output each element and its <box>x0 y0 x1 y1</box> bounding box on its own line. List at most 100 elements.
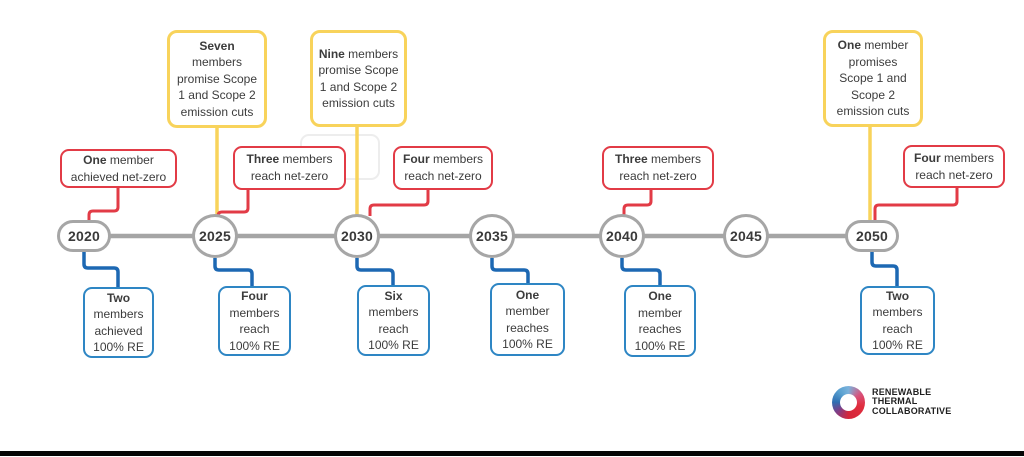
callout-line-bold: Two <box>106 290 131 305</box>
year-label: 2045 <box>730 228 762 244</box>
connector-re-2050 <box>870 252 899 287</box>
rtc-logo-text: RENEWABLE THERMAL COLLABORATIVE <box>872 387 952 417</box>
callout-line: One member <box>83 152 154 169</box>
callout-line-text: members <box>93 307 144 321</box>
callout-line: promise Scope <box>318 62 398 79</box>
year-label: 2030 <box>341 228 373 244</box>
connector-netzero-2050 <box>873 187 959 221</box>
callout-line: reaches <box>639 321 682 338</box>
callout-line: promise Scope <box>177 71 257 88</box>
callout-line: Nine members <box>319 46 398 63</box>
callout-line: 100% RE <box>93 339 144 356</box>
callout-line-text: reach net-zero <box>404 169 482 183</box>
rtc-logo-line: COLLABORATIVE <box>872 405 952 416</box>
callout-line: reaches <box>506 320 549 337</box>
callout-line: achieved net-zero <box>71 169 166 186</box>
callout-line-text: promise Scope <box>318 63 399 77</box>
callout-line-bold: One <box>648 289 672 303</box>
callout-line: reach net-zero <box>251 168 328 185</box>
connector-re-2035 <box>490 258 530 284</box>
callout-line: members <box>872 304 922 321</box>
callout-line: reach net-zero <box>915 167 992 184</box>
year-label: 2040 <box>606 228 638 244</box>
callout-line: promises <box>849 54 898 71</box>
callout-line: One <box>648 288 671 305</box>
callout-re-2030: Six members reach 100% RE <box>357 285 430 356</box>
callout-line-text: reach net-zero <box>250 169 329 183</box>
callout-line: Four members <box>914 150 994 167</box>
callout-line-bold: Nine <box>318 46 345 61</box>
callout-line: Seven <box>199 38 234 55</box>
callout-line: members <box>229 305 279 322</box>
callout-line: reach <box>882 321 912 338</box>
callout-line: 100% RE <box>502 336 553 353</box>
callout-netzero-2040: Three members reach net-zero <box>602 146 714 190</box>
callout-line-text: reaches <box>638 322 682 336</box>
callout-re-2020: Two members achieved 100% RE <box>83 287 154 358</box>
callout-line: reach net-zero <box>619 168 696 185</box>
connector-netzero-2040 <box>622 189 653 215</box>
callout-line-text: reach <box>239 322 270 336</box>
timeline-node-2030: 2030 <box>334 214 380 258</box>
rtc-logo-line: THERMAL <box>872 396 918 407</box>
callout-netzero-2020: One member achieved net-zero <box>60 149 177 188</box>
callout-line: Four <box>241 288 268 305</box>
connector-netzero-2030 <box>368 189 430 216</box>
callout-line-text: 100% RE <box>368 338 419 352</box>
connector-netzero-2020 <box>87 186 120 221</box>
callout-line-text: members <box>429 152 483 166</box>
callout-line-text: reach <box>378 321 409 336</box>
callout-line-text: members <box>872 305 923 319</box>
callout-line-text: members <box>191 55 242 70</box>
callout-netzero-2030: Four members reach net-zero <box>393 146 493 190</box>
callout-line-bold: Seven <box>199 38 235 53</box>
callout-line-bold: Two <box>885 288 910 303</box>
connector-netzero-2025 <box>216 189 250 218</box>
callout-line: Three members <box>246 151 332 168</box>
callout-line: 100% RE <box>229 338 280 355</box>
callout-line-text: members <box>940 150 994 165</box>
callout-line: members <box>93 306 143 323</box>
timeline-node-2025: 2025 <box>192 214 238 258</box>
callout-line-text: Scope 1 and <box>839 71 907 86</box>
callout-line-text: member <box>106 152 154 167</box>
callout-re-2035: One member reaches 100% RE <box>490 283 565 356</box>
callout-line-text: members <box>647 152 702 166</box>
timeline-node-2050: 2050 <box>845 220 899 252</box>
year-label: 2050 <box>856 228 888 244</box>
timeline-node-2040: 2040 <box>599 214 645 258</box>
callout-line: Scope 1 and <box>839 70 906 87</box>
callout-re-2025: Four members reach 100% RE <box>218 286 291 356</box>
connector-re-2025 <box>213 258 254 287</box>
callout-line: Two <box>107 290 130 307</box>
callout-netzero-2050: Four members reach net-zero <box>903 145 1005 188</box>
timeline-node-2035: 2035 <box>469 214 515 258</box>
callout-line-text: Scope 2 <box>850 87 896 102</box>
callout-line: Two <box>886 288 909 305</box>
callout-line-bold: Three <box>614 152 648 166</box>
callout-line-bold: Four <box>913 150 941 165</box>
callout-scope-2050: One member promises Scope 1 and Scope 2 … <box>823 30 923 127</box>
callout-line: emission cuts <box>181 104 254 121</box>
callout-line: 1 and Scope 2 <box>178 87 255 104</box>
callout-scope-2025: Seven members promise Scope 1 and Scope … <box>167 30 267 128</box>
callout-line-text: member <box>505 304 550 318</box>
callout-line: members <box>368 304 418 321</box>
callout-line-text: reaches <box>506 320 549 335</box>
callout-line: Six <box>384 288 402 305</box>
callout-re-2050: Two members reach 100% RE <box>860 286 935 355</box>
year-label: 2020 <box>68 228 100 244</box>
timeline-node-2045: 2045 <box>723 214 769 258</box>
callout-line-text: reach net-zero <box>915 167 993 182</box>
callout-line-text: promise Scope <box>176 71 258 86</box>
timeline-node-2020: 2020 <box>57 220 111 252</box>
callout-line: reach net-zero <box>404 168 481 185</box>
callout-line-bold: Six <box>384 288 403 303</box>
connector-re-2020 <box>82 252 120 288</box>
callout-line: Three members <box>615 151 701 168</box>
connector-re-2030 <box>355 258 395 286</box>
callout-line: achieved <box>94 323 142 340</box>
callout-line-text: 1 and Scope 2 <box>319 79 398 94</box>
callout-line-text: promises <box>848 54 898 69</box>
rtc-ring-icon <box>832 385 865 419</box>
